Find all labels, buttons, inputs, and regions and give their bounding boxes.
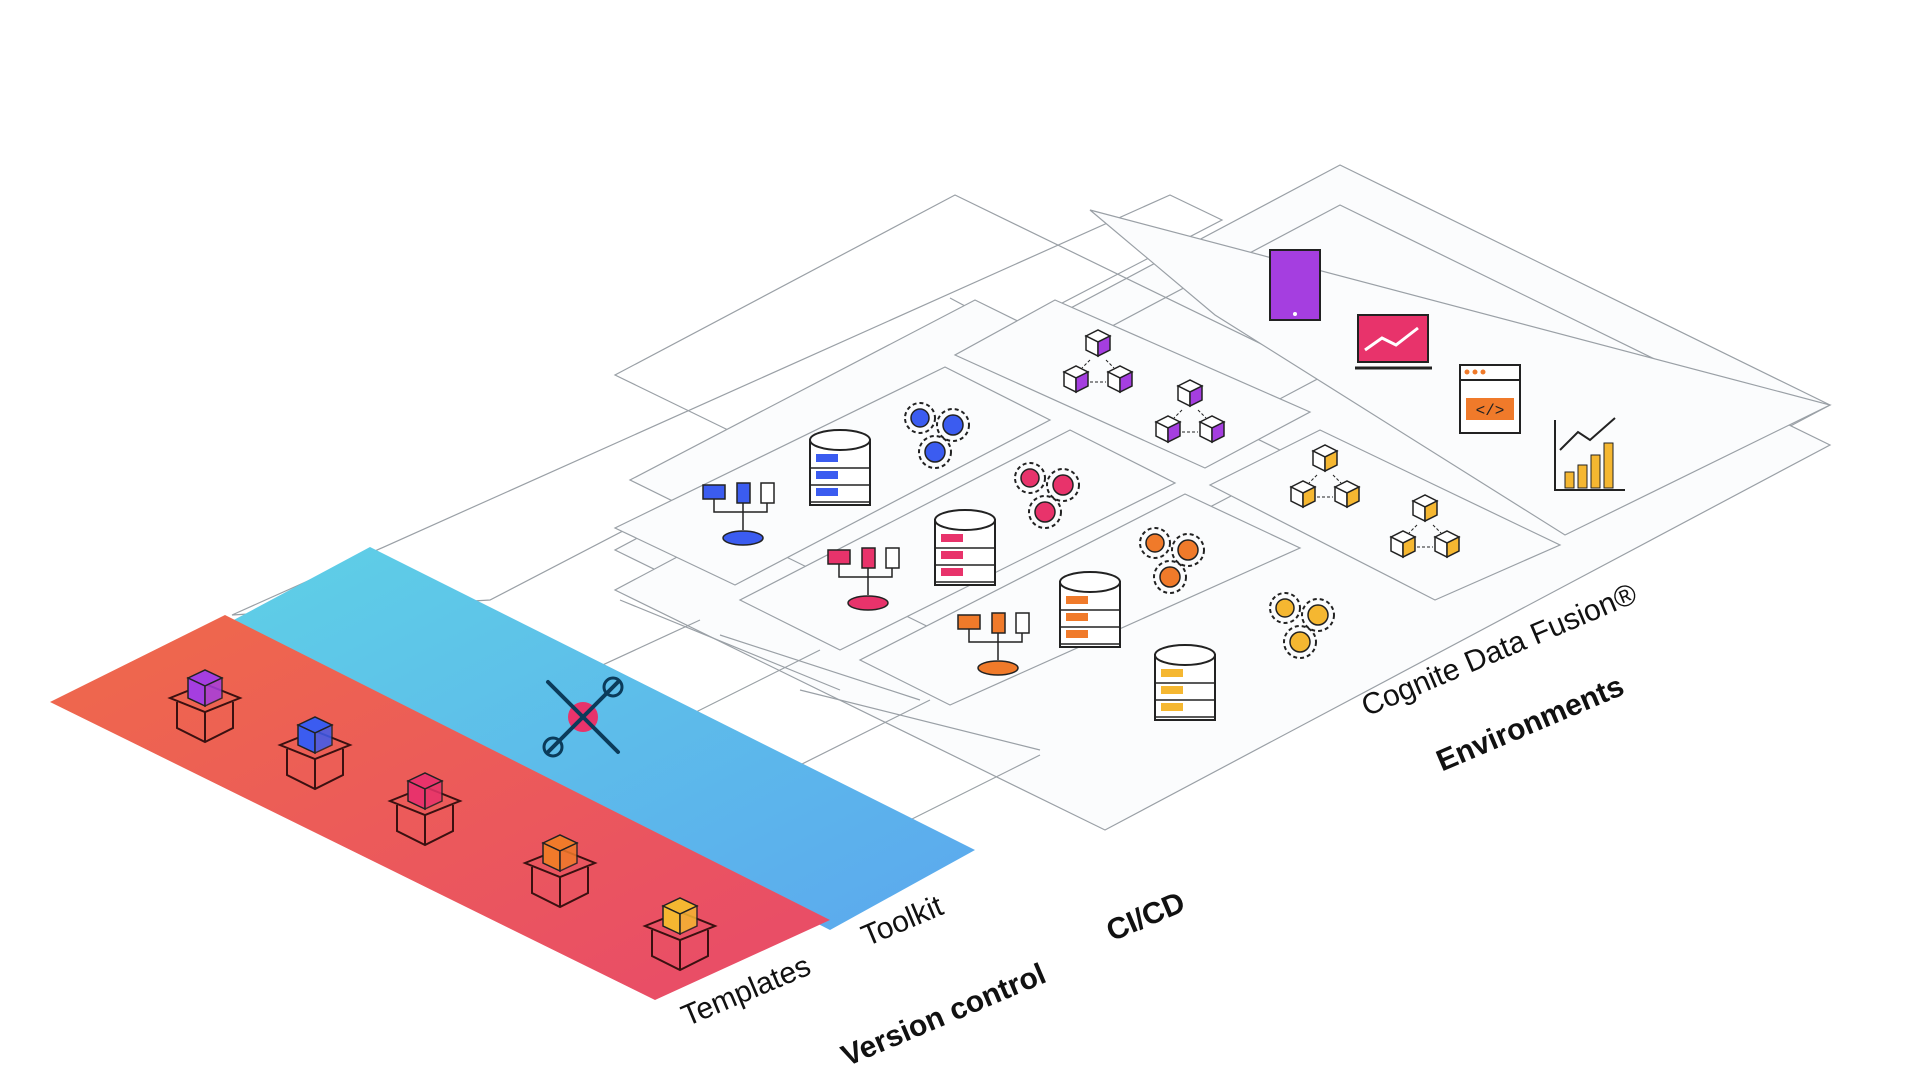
database-icon — [934, 509, 996, 586]
code-window-icon: </> — [1459, 364, 1521, 434]
bar-chart-icon — [1554, 417, 1625, 491]
database-icon — [1154, 644, 1216, 721]
wrench-screwdriver-icon — [542, 676, 624, 758]
cube-network-icon — [1389, 494, 1461, 559]
yellow-cube-box-icon — [642, 897, 718, 972]
tablet-icon — [1269, 249, 1321, 321]
svg-text:</>: </> — [1476, 402, 1505, 420]
gears-icon — [1139, 527, 1205, 594]
blue-cube-box-icon — [277, 716, 353, 791]
network-icon — [827, 547, 900, 611]
gears-icon — [1269, 592, 1335, 659]
purple-cube-box-icon — [167, 669, 243, 744]
cube-network-icon — [1154, 379, 1226, 444]
gears-icon — [904, 402, 970, 469]
pink-cube-box-icon — [387, 772, 463, 847]
gears-icon — [1014, 462, 1080, 529]
database-icon — [1059, 571, 1121, 648]
cube-network-icon — [1289, 444, 1361, 509]
database-icon — [809, 429, 871, 506]
orange-cube-box-icon — [522, 834, 598, 909]
network-icon — [702, 482, 775, 546]
monitor-chart-icon — [1355, 314, 1432, 370]
network-icon — [957, 612, 1030, 676]
cube-network-icon — [1062, 329, 1134, 394]
templates-plane — [50, 615, 830, 1000]
